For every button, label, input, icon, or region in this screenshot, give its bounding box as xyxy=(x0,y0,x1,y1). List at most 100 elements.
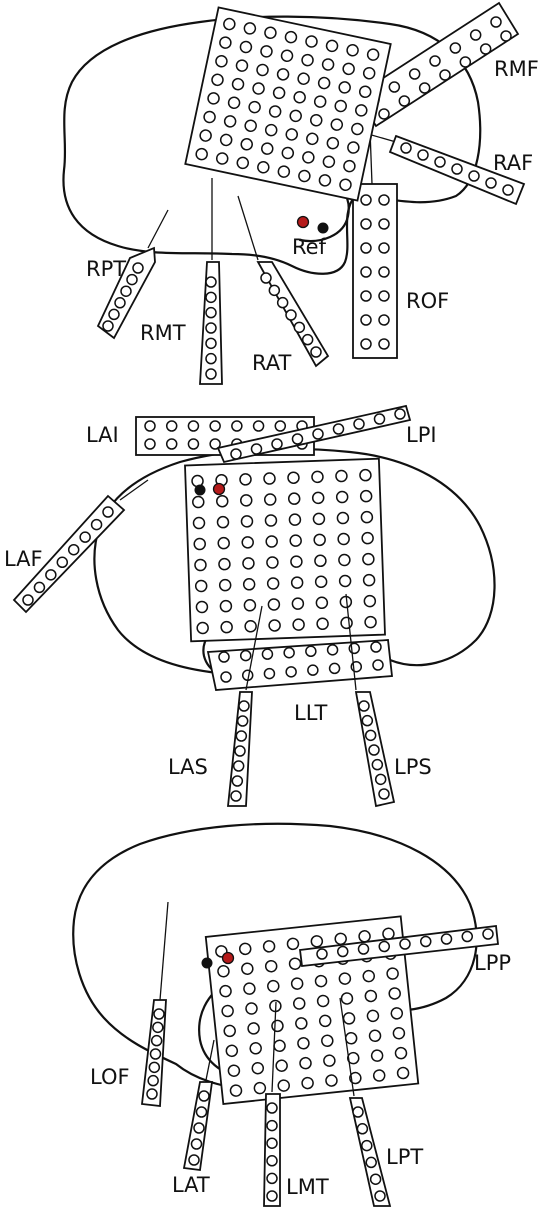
electrode-contact xyxy=(315,576,326,587)
electrode-contact xyxy=(221,621,232,632)
electrode-contact xyxy=(210,421,220,431)
electrode-contact xyxy=(363,574,374,585)
electrode-contact xyxy=(115,298,125,308)
electrode-contact xyxy=(359,701,369,711)
electrode-contact xyxy=(379,291,389,301)
electrode-contact xyxy=(435,157,445,167)
electrode-contact xyxy=(269,285,279,295)
electrode-contact xyxy=(236,731,246,741)
electrode-contact xyxy=(267,578,278,589)
electrode-contact xyxy=(151,1049,161,1059)
electrode-contact xyxy=(389,987,401,999)
electrode-contact xyxy=(290,535,301,546)
electrode-contact xyxy=(293,619,304,630)
electrode-contact xyxy=(245,621,256,632)
electrode-contact xyxy=(231,449,241,459)
electrode-contact xyxy=(361,219,371,229)
electrode-contact xyxy=(206,354,216,364)
electrode-contact xyxy=(69,545,79,555)
electrode-contact xyxy=(267,1103,277,1113)
electrode-contact xyxy=(250,1042,262,1054)
electrode-contact xyxy=(219,558,230,569)
electrode-contact xyxy=(231,791,241,801)
electrode-contact xyxy=(295,1017,307,1029)
electrode-contact xyxy=(145,439,155,449)
electrode-contact xyxy=(206,369,216,379)
electrode-contact xyxy=(366,730,376,740)
ref-contact-red xyxy=(223,953,234,964)
electrode-contact xyxy=(401,143,411,153)
electrode-contact xyxy=(393,1027,405,1039)
electrode-contact xyxy=(261,273,271,283)
electrode-contact xyxy=(360,490,371,501)
electrode-contact xyxy=(306,646,316,656)
electrode-contact xyxy=(450,43,460,53)
electrode-contact xyxy=(503,185,513,195)
strip-LAF xyxy=(14,480,148,612)
label-LPS: LPS xyxy=(394,755,432,779)
electrode-contact xyxy=(442,934,452,944)
electrode-contact xyxy=(267,557,278,568)
electrode-contact xyxy=(395,1047,407,1059)
electrode-contact xyxy=(328,645,338,655)
electrode-contact xyxy=(363,553,374,564)
electrode-contact xyxy=(240,474,251,485)
electrode-contact xyxy=(243,983,255,995)
electrode-contact xyxy=(367,1010,379,1022)
electrode-contact xyxy=(362,532,373,543)
electrode-contact xyxy=(312,471,323,482)
electrode-contact xyxy=(319,1015,331,1027)
electrode-contact xyxy=(92,520,102,530)
ref-contact-red xyxy=(214,484,225,495)
electrode-contact xyxy=(338,533,349,544)
strip-LOF xyxy=(142,902,168,1106)
strip-RAT xyxy=(238,196,328,366)
electrode-contact xyxy=(275,421,285,431)
electrode-contact xyxy=(460,57,470,67)
electrode-contact xyxy=(289,514,300,525)
electrode-contact xyxy=(276,1060,288,1072)
electrode-contact xyxy=(400,939,410,949)
electrode-contact xyxy=(217,496,228,507)
electrode-contact xyxy=(299,1057,311,1069)
electrode-contact xyxy=(194,1123,204,1133)
electrode-contact xyxy=(127,275,137,285)
label-RPT: RPT xyxy=(86,257,126,281)
electrode-contact xyxy=(317,995,329,1007)
electrode-contact xyxy=(286,667,296,677)
label-ROF: ROF xyxy=(406,289,449,313)
electrode-contact xyxy=(206,323,216,333)
electrode-contact xyxy=(242,537,253,548)
electrode-contact xyxy=(297,1037,309,1049)
electrode-contact xyxy=(462,932,472,942)
electrode-contact xyxy=(292,598,303,609)
electrode-contact xyxy=(373,660,383,670)
electrode-contact xyxy=(199,1091,209,1101)
electrode-contact xyxy=(359,944,369,954)
electrode-contact xyxy=(337,512,348,523)
electrode-contact xyxy=(294,322,304,332)
electrode-contact xyxy=(291,556,302,567)
grid-8x8-right xyxy=(185,7,390,200)
electrode-contact xyxy=(323,1055,335,1067)
electrode-contact xyxy=(469,171,479,181)
electrode-contact xyxy=(206,338,216,348)
electrode-contact xyxy=(23,595,33,605)
electrode-contact xyxy=(239,943,251,955)
electrode-contact xyxy=(220,579,231,590)
electrode-contact xyxy=(226,1045,238,1057)
electrode-contact xyxy=(440,70,450,80)
ref-contact-black xyxy=(195,485,206,496)
electrode-contact xyxy=(293,434,303,444)
electrode-contact xyxy=(196,580,207,591)
electrode-contact xyxy=(315,555,326,566)
electrode-contact xyxy=(330,663,340,673)
electrode-contact xyxy=(263,940,275,952)
electrode-contact xyxy=(389,82,399,92)
panel-left-hemisphere-middle: LAI LPI LAF LLT LAS LPS xyxy=(4,406,495,806)
electrode-contact xyxy=(313,513,324,524)
electrode-contact xyxy=(379,243,389,253)
electrode-contact xyxy=(228,1065,240,1077)
electrode-contact xyxy=(206,277,216,287)
